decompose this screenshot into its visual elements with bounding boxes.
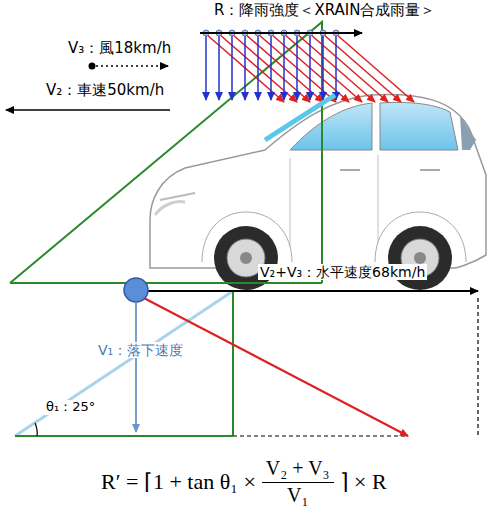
rain-vertical <box>231 34 233 100</box>
horizontal-velocity-arrow <box>148 290 478 292</box>
formula-left: R′ = ⌈1 + tan θ₁ × <box>101 469 256 494</box>
wind-arrow <box>96 65 168 67</box>
rain-diagonal <box>297 34 375 102</box>
rain-vertical <box>205 34 207 100</box>
fall-velocity-arrow <box>135 303 137 432</box>
resultant-arrow <box>140 296 408 436</box>
rain-diagonal <box>245 34 323 102</box>
rain-diagonal <box>258 34 336 102</box>
rain-vertical <box>283 34 285 100</box>
wind-label: V₃：風18km/h <box>68 40 171 57</box>
formula-right: ⌉ × R <box>340 469 387 494</box>
speed-arrow <box>6 109 170 111</box>
rain-drops <box>203 30 414 102</box>
rain-path-highlight <box>265 95 335 140</box>
rain-diagonal <box>323 34 401 102</box>
fraction-bar <box>262 482 334 483</box>
rain-vertical <box>218 34 220 100</box>
rain-diagonal <box>284 34 362 102</box>
fall-speed-label: V₁：落下速度 <box>96 342 185 358</box>
rain-vertical <box>257 34 259 100</box>
wind-dot <box>89 63 96 70</box>
angle-arc <box>35 423 37 436</box>
raindrop <box>124 278 148 302</box>
slope-line <box>15 291 233 436</box>
angle-label: θ₁：25° <box>44 400 97 415</box>
rain-diagonal <box>310 34 388 102</box>
speed-label: V₂：車速50km/h <box>44 82 166 99</box>
rain-vertical <box>244 34 246 100</box>
rain-diagonal <box>219 34 297 102</box>
dashed-guide <box>477 298 478 436</box>
rain-diagonal <box>206 34 284 102</box>
formula-numerator: V₂ + V₃ <box>266 457 330 480</box>
rain-vertical <box>335 34 337 100</box>
rain-vertical <box>309 34 311 100</box>
formula-denominator: V₁ <box>287 484 308 507</box>
rain-vertical <box>296 34 298 100</box>
rain-diagonal <box>232 34 310 102</box>
horizontal-speed-label: V₂+V₃：水平速度68km/h <box>258 264 427 280</box>
rain-diagonal <box>336 34 414 102</box>
rain-intensity-label: R：降雨強度＜XRAIN合成雨量＞ <box>212 2 437 19</box>
horizontal-arrow <box>200 32 362 34</box>
triangle-side <box>232 291 234 436</box>
rain-diagonal <box>271 34 349 102</box>
triangle-base <box>10 282 322 284</box>
rain-vertical <box>270 34 272 100</box>
dashed-guide <box>233 435 405 436</box>
rain-vertical <box>322 34 324 100</box>
triangle-base <box>15 435 233 437</box>
angle-triangle <box>10 22 322 283</box>
